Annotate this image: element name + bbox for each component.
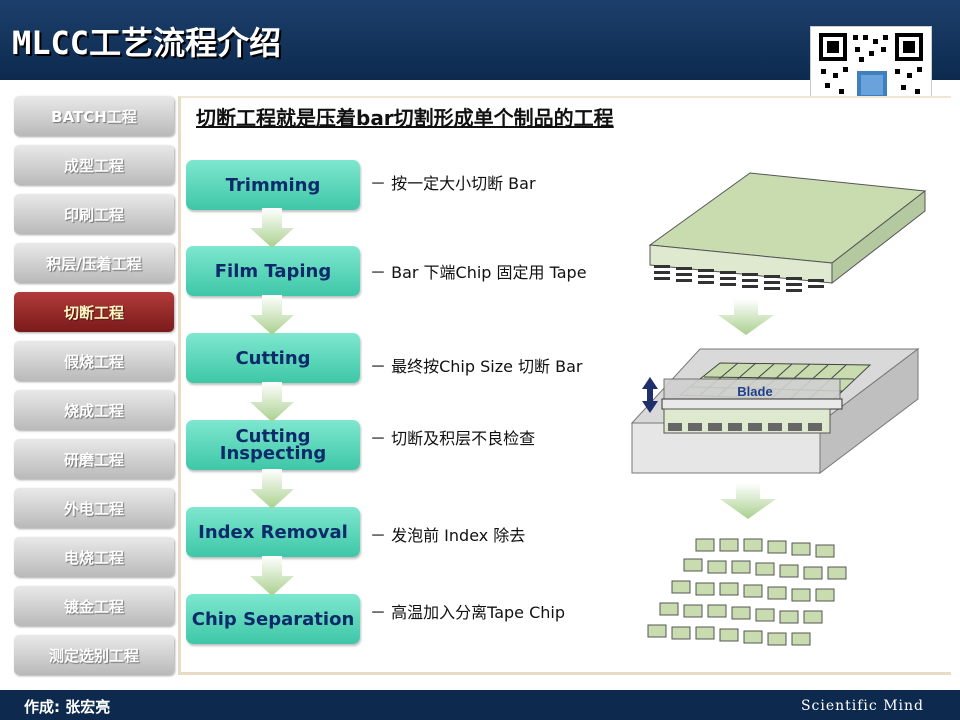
header-bar: MLCC工艺流程介绍 [0,0,960,80]
sidebar-item-batch[interactable]: BATCH工程 [14,96,174,136]
separated-chips-image [647,538,847,646]
step-film-taping: Film Taping [186,246,360,296]
sidebar-item-label: 电烧工程 [63,548,124,567]
sidebar-item-label: BATCH工程 [51,107,137,126]
sidebar-item-label: 成型工程 [63,156,124,175]
step-description: － 按一定大小切断 Bar [370,174,536,193]
step-chip-separation: Chip Separation [186,594,360,644]
cutting-process-illustration: Blade [630,172,927,646]
sidebar-item-pre-firing[interactable]: 假烧工程 [14,341,174,381]
author-label: 作成: 张宏亮 [24,698,111,716]
sidebar-item-label: 测定选别工程 [48,646,139,665]
sidebar-item-grinding[interactable]: 研磨工程 [14,439,174,479]
down-arrow-icon [250,295,294,335]
down-arrow-icon [250,556,294,596]
sidebar-item-firing[interactable]: 烧成工程 [14,390,174,430]
sidebar-item-testing[interactable]: 测定选别工程 [14,635,174,675]
step-description: － Bar 下端Chip 固定用 Tape [370,263,587,282]
step-trimming: Trimming [186,160,360,210]
sidebar-item-external-electrode[interactable]: 外电工程 [14,488,174,528]
sidebar-item-forming[interactable]: 成型工程 [14,145,174,185]
sidebar-item-cutting[interactable]: 切断工程 [14,292,174,332]
step-description: － 高温加入分离Tape Chip [370,603,566,622]
section-subtitle: 切断工程就是压着bar切割形成单个制品的工程 [196,106,614,130]
sidebar-item-label: 烧成工程 [63,401,124,420]
step-cutting-inspecting: Cutting Inspecting [186,420,360,470]
sidebar-item-label: 假烧工程 [63,352,124,371]
sidebar-item-label: 印刷工程 [63,205,124,224]
down-arrow-icon [250,382,294,422]
sidebar-item-plating[interactable]: 镀金工程 [14,586,174,626]
step-label: Trimming [225,174,321,196]
step-label: Cutting [235,347,311,369]
step-description: － 最终按Chip Size 切断 Bar [370,357,583,376]
step-label: Chip Separation [191,608,355,630]
brand-label: Scientific Mind [800,698,924,714]
down-arrow-icon [250,469,294,509]
sidebar-item-stacking[interactable]: 积层/压着工程 [14,243,174,283]
bar-block-image [648,172,927,292]
down-arrow-icon [718,299,774,335]
up-down-arrow-icon [642,377,658,413]
sidebar-item-label: 镀金工程 [63,597,124,616]
step-label: Film Taping [214,260,332,282]
blade-label: Blade [737,384,772,399]
footer-bar: 作成: 张宏亮 Scientific Mind [0,690,960,720]
sidebar-item-label: 切断工程 [63,303,124,322]
page-title: MLCC工艺流程介绍 [12,24,282,62]
sidebar-item-printing[interactable]: 印刷工程 [14,194,174,234]
down-arrow-icon [250,208,294,248]
step-cutting: Cutting [186,333,360,383]
step-index-removal: Index Removal [186,507,360,557]
step-label: Index Removal [198,521,348,543]
step-label: Cutting Inspecting [219,426,327,464]
sidebar-item-label: 积层/压着工程 [46,254,142,273]
sidebar-item-label: 外电工程 [63,499,124,518]
sidebar-item-label: 研磨工程 [63,450,124,469]
step-description: － 切断及积层不良检查 [370,429,536,448]
cutting-table-image [630,347,920,475]
step-description: － 发泡前 Index 除去 [370,526,526,545]
down-arrow-icon [720,483,776,519]
sidebar-item-electrode-firing[interactable]: 电烧工程 [14,537,174,577]
